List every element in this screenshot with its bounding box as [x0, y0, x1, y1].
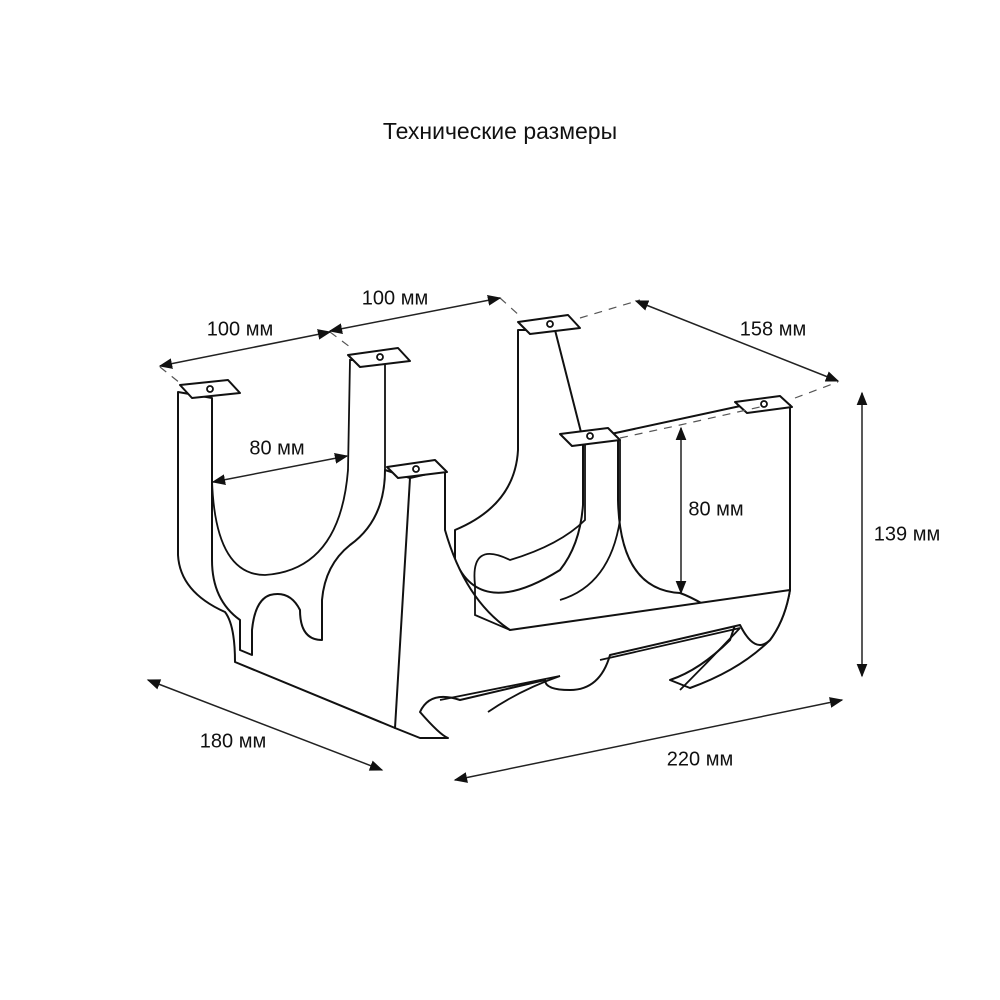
dim-label-180: 180 мм [199, 730, 267, 753]
dimension-arrows [146, 295, 868, 783]
dim-label-100-top: 100 мм [361, 287, 429, 310]
dim-arrow-80-horizontal [211, 453, 349, 485]
dim-label-220: 220 мм [666, 748, 734, 771]
diagram-title: Технические размеры [382, 118, 618, 144]
dim-arrow-180 [146, 679, 384, 771]
dim-arrow-100-left [158, 329, 332, 369]
dim-label-80-horizontal: 80 мм [249, 437, 305, 460]
dim-arrow-158 [634, 300, 840, 382]
dim-label-100-left: 100 мм [206, 318, 274, 341]
dim-label-80-vertical: 80 мм [688, 498, 744, 521]
dim-arrow-220 [453, 697, 844, 783]
dim-label-139: 139 мм [873, 523, 941, 546]
left-panel [177, 359, 411, 729]
dim-arrow-100-top [328, 295, 502, 334]
extension-lines [159, 297, 839, 439]
mounting-tabs [179, 314, 793, 479]
dim-label-158: 158 мм [739, 318, 807, 341]
